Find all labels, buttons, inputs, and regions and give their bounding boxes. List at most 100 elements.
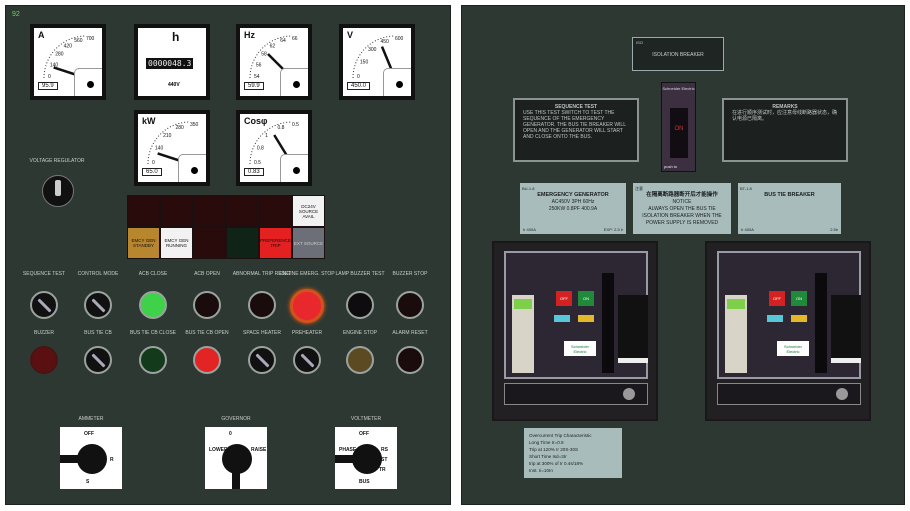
control-label: BUZZER STOP <box>392 271 428 277</box>
trip-note-line: Overcurrent Trip Characteristic <box>529 433 592 438</box>
annunciator-lamp <box>259 195 292 227</box>
scale-label: 0.5 <box>292 122 299 128</box>
pilot-lamp-button[interactable] <box>396 291 424 319</box>
pilot-lamp-button[interactable] <box>346 291 374 319</box>
switch-position: OFF <box>359 431 369 437</box>
scale-label: 66 <box>292 36 298 42</box>
selector-switch[interactable] <box>30 291 58 319</box>
selector-switch[interactable] <box>84 291 112 319</box>
info-title: BUS TIE BREAKER <box>764 192 815 198</box>
switch-label: VOLTMETER <box>350 416 382 422</box>
info-tag: BT-1.8 <box>740 186 752 191</box>
pilot-lamp-button[interactable] <box>193 346 221 374</box>
annunciator-lamp: EXT SOURCE <box>292 227 325 259</box>
scale-label: 1 <box>265 133 268 139</box>
racking-mechanism[interactable] <box>717 383 861 405</box>
control-label: PREHEATER <box>291 330 323 336</box>
scale-label: 0 <box>48 74 51 80</box>
meter-1: h 0000048.3 440V <box>134 24 210 100</box>
annunciator-lamp: EMCY GEN RUNNING <box>160 227 193 259</box>
pilot-lamp-button[interactable] <box>396 346 424 374</box>
trip-unit[interactable] <box>725 295 747 373</box>
breaker-handle[interactable] <box>602 273 614 373</box>
annunciator-lamp <box>193 227 226 259</box>
control-label: BUZZER <box>34 330 54 336</box>
pilot-lamp-button[interactable] <box>139 346 167 374</box>
switch-position: 0 <box>229 431 232 437</box>
pilot-lamp-button[interactable] <box>346 346 374 374</box>
voltage-regulator-knob[interactable] <box>42 175 74 207</box>
isolation-switch[interactable]: Schneider Electric ON push to <box>661 82 696 172</box>
selector-switch[interactable] <box>293 346 321 374</box>
meter-reading: 95.9 <box>38 82 58 90</box>
breaker-on-button[interactable]: ON <box>578 291 594 306</box>
info-line2: ALWAYS OPEN THE BUS TIE ISOLATION BREAKE… <box>642 206 722 226</box>
trip-unit[interactable] <box>512 295 534 373</box>
switch-position: RS <box>381 447 388 453</box>
breaker-off-button[interactable]: OFF <box>556 291 572 306</box>
switch-label: GOVERNOR <box>221 416 251 422</box>
pilot-lamp-button[interactable] <box>248 291 276 319</box>
hour-counter: 0000048.3 <box>146 58 194 69</box>
annunciator-lamp: DC24V SOURCE AVAIL <box>292 195 325 227</box>
breaker-off-button[interactable]: OFF <box>769 291 785 306</box>
trip-note-line: Trip at 120% Ir 20S-30S <box>529 447 579 452</box>
panel-id: 92 <box>12 11 20 18</box>
switch-brand: Schneider Electric <box>662 86 695 91</box>
control-label: LAMP BUZZER TEST <box>335 271 385 277</box>
scale-label: 0 <box>152 160 155 166</box>
sequence-test-plate: SEQUENCE TEST USE THIS TEST SWITCH TO TE… <box>513 98 639 162</box>
scale-label: 56 <box>256 62 262 68</box>
air-circuit-breaker: OFF ON Schneider Electric <box>705 241 871 421</box>
scale-label: 140 <box>50 62 59 68</box>
control-label: SPACE HEATER <box>243 330 281 336</box>
selector-switch[interactable] <box>84 346 112 374</box>
meter-unit: Cosφ <box>244 116 268 126</box>
racking-mechanism[interactable] <box>504 383 648 405</box>
scale-label: 62 <box>270 43 276 49</box>
scale-label: 0.8 <box>257 145 264 151</box>
sequence-plate-text: USE THIS TEST SWITCH TO TEST THE SEQUENC… <box>523 110 626 140</box>
info-tag: 注意 <box>635 186 643 191</box>
meter-reading: 450.0 <box>347 82 371 90</box>
scale-label: 0.5 <box>254 160 261 166</box>
info-title: 在隔离断路器断开后才能操作 <box>646 192 718 198</box>
pilot-lamp-button[interactable] <box>139 291 167 319</box>
remarks-plate-text: 在进行顺序测试时，应注意母线断路器状态，确认电源已隔离。 <box>732 110 838 122</box>
switch-position: S <box>86 479 90 485</box>
switch-position: ST <box>381 457 388 463</box>
pilot-lamp-button[interactable] <box>193 291 221 319</box>
switch-position: PHASE <box>339 447 357 453</box>
info-line2: 250KW 0.8PF 400.9A <box>548 206 598 212</box>
breaker-handle[interactable] <box>815 273 827 373</box>
scale-label: 600 <box>395 36 404 42</box>
switch-label: AMMETER <box>78 416 104 422</box>
scale-label: 560 <box>74 38 83 44</box>
meter-unit: Hz <box>244 30 255 40</box>
trip-note-line: Long Time Ir=0.9 <box>529 440 564 445</box>
scale-label: 150 <box>360 59 369 65</box>
breaker-status-indicator <box>554 315 570 322</box>
selector-switch[interactable] <box>248 346 276 374</box>
info-line1: AC450V 3PH 60Hz <box>551 199 595 205</box>
meter-reading: 0.83 <box>244 168 264 176</box>
breaker-brand-logo: Schneider Electric <box>564 341 596 356</box>
scale-label: 350 <box>190 122 199 128</box>
control-label: SEQUENCE TEST <box>22 271 66 277</box>
air-circuit-breaker: OFF ON Schneider Electric <box>492 241 658 421</box>
scale-label: 58 <box>261 52 267 58</box>
emergency-stop-button[interactable] <box>290 289 324 323</box>
breaker-on-button[interactable]: ON <box>791 291 807 306</box>
spring-charge-indicator <box>578 315 594 322</box>
trip-note-line: Short Time Isd=3Ir <box>529 454 567 459</box>
buzzer[interactable] <box>30 346 58 374</box>
spring-charge-indicator <box>791 315 807 322</box>
